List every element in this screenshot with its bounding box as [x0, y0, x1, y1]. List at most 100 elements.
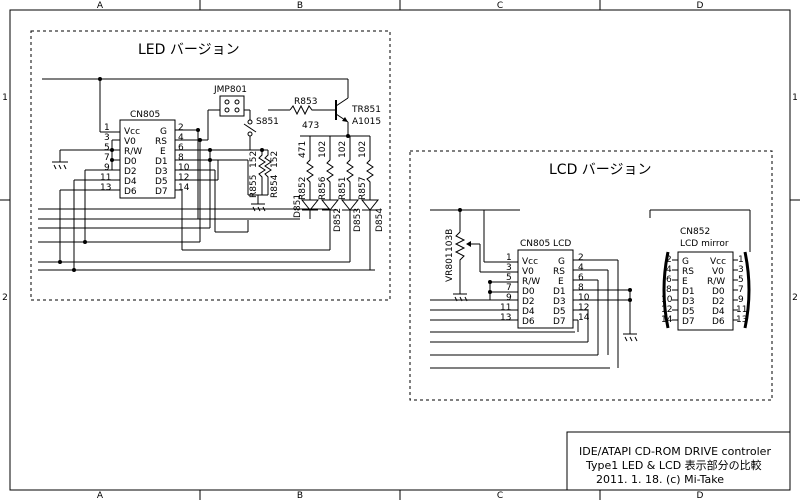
title-line-1: IDE/ATAPI CD-ROM DRIVE controler: [579, 445, 771, 458]
lcd-connector-cn805: [517, 249, 574, 329]
lcd-section: LCD バージョン CN805 LCD Vcc V0 R/W D0 D2 D4 …: [409, 150, 773, 401]
r857-label: R857: [358, 177, 368, 200]
led-sig-l5: D2: [124, 167, 137, 177]
r852-label: R852: [298, 177, 308, 200]
r854-label: R854: [270, 174, 280, 198]
col-c-bottom: C: [497, 491, 503, 500]
svg-text:G: G: [682, 257, 689, 267]
vr801-value: 103B: [445, 229, 455, 252]
mirror-pin-numbers: 2 4 6 8 10 12 14 1 3 5 7 9 11 13: [661, 255, 747, 325]
svg-text:5: 5: [506, 273, 512, 283]
svg-text:G: G: [558, 257, 565, 267]
led-pin-l3: 5: [104, 143, 110, 153]
svg-text:RS: RS: [553, 267, 565, 277]
svg-text:10: 10: [661, 295, 673, 305]
svg-text:8: 8: [578, 283, 584, 293]
svg-text:D5: D5: [553, 307, 566, 317]
led-pin-r4: 8: [178, 153, 184, 163]
col-a-bottom: A: [97, 491, 104, 500]
svg-text:11: 11: [736, 305, 747, 315]
d851-label: D851: [293, 194, 303, 218]
r851-label: R851: [338, 177, 348, 200]
svg-text:3: 3: [738, 265, 744, 275]
r856-value: 102: [318, 141, 328, 158]
r856-label: R856: [318, 176, 328, 200]
svg-text:12: 12: [578, 303, 589, 313]
led-sig-l1: Vcc: [124, 127, 140, 137]
transistor-part-label: A1015: [352, 117, 381, 127]
transistor-label: TR851: [351, 105, 381, 115]
led-connector-pin-numbers: 1 3 5 7 9 11 13 2 4 6 8 10 12 14: [100, 123, 190, 193]
svg-text:V0: V0: [712, 267, 724, 277]
svg-text:D3: D3: [682, 297, 695, 307]
lcd-section-border: [409, 150, 773, 401]
led-pin-r1: 2: [178, 123, 184, 133]
svg-text:D4: D4: [522, 307, 535, 317]
led-sig-l4: D0: [124, 157, 137, 167]
col-a-top: A: [97, 1, 104, 11]
led-sig-r6: D5: [155, 177, 168, 187]
r855-label: R855: [249, 175, 259, 198]
svg-text:RS: RS: [682, 267, 694, 277]
row-1-left: 1: [2, 93, 8, 103]
mirror-connector-sub: LCD mirror: [680, 239, 729, 249]
svg-text:12: 12: [661, 305, 672, 315]
svg-text:D3: D3: [553, 297, 566, 307]
led-pin-l7: 13: [100, 183, 111, 193]
led-sig-r5: D3: [155, 167, 168, 177]
svg-text:4: 4: [666, 265, 672, 275]
r855-value: 152: [249, 151, 259, 168]
svg-text:6: 6: [666, 275, 672, 285]
col-d-bottom: D: [697, 491, 704, 500]
lcd-wiring: [430, 208, 750, 369]
d854-label: D854: [375, 208, 385, 232]
svg-text:D6: D6: [712, 317, 725, 327]
svg-text:11: 11: [500, 303, 511, 313]
svg-text:D6: D6: [522, 317, 535, 327]
led-sig-l6: D4: [124, 177, 137, 187]
jumper-label: JMP801: [213, 85, 247, 95]
lcd-mirror-connector: [677, 251, 734, 331]
led-pin-l5: 9: [104, 163, 110, 173]
row-2-right: 2: [792, 293, 798, 303]
lcd-connector-signals: Vcc V0 R/W D0 D2 D4 D6 G RS E D1 D3 D5 D…: [522, 257, 566, 327]
svg-text:10: 10: [578, 293, 590, 303]
svg-text:1: 1: [738, 255, 744, 265]
led-pin-r7: 14: [178, 183, 190, 193]
led-diodes: [300, 199, 380, 270]
led-sig-l3: R/W: [124, 147, 142, 157]
base-resistor-value: 473: [302, 121, 319, 131]
led-pin-l1: 1: [104, 123, 110, 133]
switch-label: S851: [256, 117, 279, 127]
svg-text:Vcc: Vcc: [522, 257, 538, 267]
svg-text:R/W: R/W: [707, 277, 725, 287]
row-1-right: 1: [792, 93, 798, 103]
svg-text:D5: D5: [682, 307, 695, 317]
led-pin-l2: 3: [104, 133, 110, 143]
title-block: IDE/ATAPI CD-ROM DRIVE controler Type1 L…: [566, 431, 791, 491]
svg-text:2: 2: [666, 255, 672, 265]
svg-text:D0: D0: [712, 287, 725, 297]
r857-value: 102: [358, 141, 368, 158]
led-sig-l7: D6: [124, 187, 137, 197]
d852-label: D852: [333, 208, 343, 232]
led-pin-r5: 10: [178, 163, 190, 173]
base-resistor-label: R853: [294, 97, 317, 107]
lcd-section-title: LCD バージョン: [549, 162, 652, 178]
svg-text:D4: D4: [712, 307, 725, 317]
r854-value: 152: [270, 151, 280, 168]
svg-text:Vcc: Vcc: [710, 257, 726, 267]
r852-value: 471: [298, 141, 308, 158]
svg-text:E: E: [682, 277, 688, 287]
led-sig-r7: D7: [155, 187, 168, 197]
svg-text:D7: D7: [553, 317, 566, 327]
svg-text:13: 13: [500, 313, 511, 323]
led-section-title: LED バージョン: [138, 42, 240, 58]
title-line-3: 2011. 1. 18. (c) Mi-Take: [596, 473, 724, 486]
svg-text:9: 9: [506, 293, 512, 303]
svg-text:1: 1: [506, 253, 512, 263]
svg-text:14: 14: [578, 313, 590, 323]
svg-text:D1: D1: [553, 287, 566, 297]
svg-text:2: 2: [578, 253, 584, 263]
